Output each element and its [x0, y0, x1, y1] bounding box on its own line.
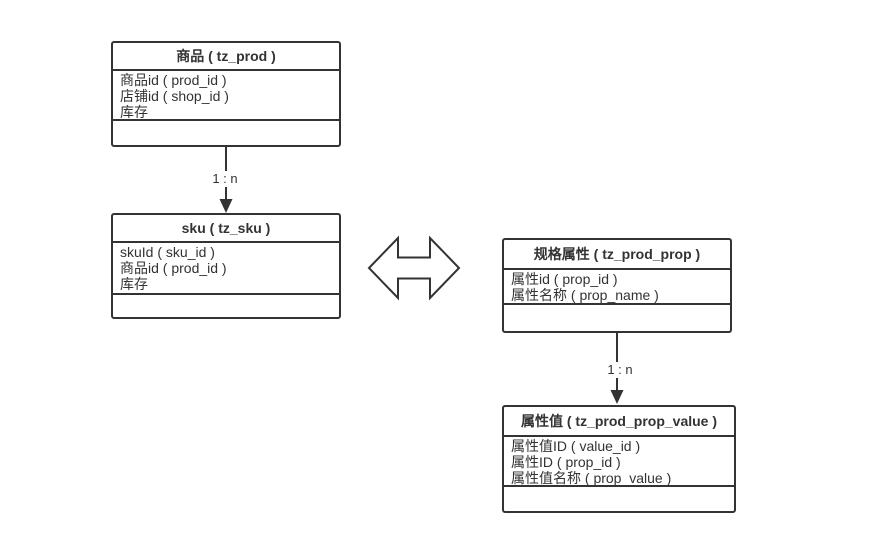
entity-field: 商品id ( prod_id )	[120, 260, 227, 276]
entity-field: 店铺id ( shop_id )	[120, 88, 229, 104]
entity-field: 属性值ID ( value_id )	[511, 438, 641, 454]
entity-prod: 商品 ( tz_prod ) 商品id ( prod_id ) 店铺id ( s…	[111, 41, 341, 147]
entity-sku-footer	[113, 295, 339, 317]
entity-field: 商品id ( prod_id )	[120, 72, 227, 88]
entity-prod-prop-title: 规格属性 ( tz_prod_prop )	[504, 240, 730, 270]
entity-prod-prop-value: 属性值 ( tz_prod_prop_value ) 属性值ID ( value…	[502, 405, 736, 513]
entity-sku: sku ( tz_sku ) skuId ( sku_id ) 商品id ( p…	[111, 213, 341, 319]
entity-field: 属性id ( prop_id )	[511, 271, 618, 287]
entity-prod-prop-value-fields: 属性值ID ( value_id ) 属性ID ( prop_id ) 属性值名…	[504, 437, 734, 487]
double-arrow-icon	[367, 235, 461, 301]
entity-prod-prop-footer	[504, 305, 730, 331]
entity-prod-title: 商品 ( tz_prod )	[113, 43, 339, 71]
entity-prod-prop: 规格属性 ( tz_prod_prop ) 属性id ( prop_id ) 属…	[502, 238, 732, 333]
entity-sku-title: sku ( tz_sku )	[113, 215, 339, 243]
entity-prod-fields: 商品id ( prod_id ) 店铺id ( shop_id ) 库存	[113, 71, 339, 121]
entity-prod-prop-value-title: 属性值 ( tz_prod_prop_value )	[504, 407, 734, 437]
entity-field: skuId ( sku_id )	[120, 244, 215, 260]
relation-label-prop-propvalue: 1 : n	[597, 362, 643, 378]
entity-prod-prop-value-footer	[504, 487, 734, 511]
relation-label-prod-sku: 1 : n	[202, 171, 248, 187]
arrowhead-down-icon	[610, 390, 624, 404]
entity-field: 属性ID ( prop_id )	[511, 454, 621, 470]
arrowhead-down-icon	[219, 199, 233, 213]
entity-field: 库存	[120, 276, 148, 292]
entity-sku-fields: skuId ( sku_id ) 商品id ( prod_id ) 库存	[113, 243, 339, 295]
entity-prod-prop-fields: 属性id ( prop_id ) 属性名称 ( prop_name )	[504, 270, 730, 305]
entity-field: 属性名称 ( prop_name )	[511, 287, 659, 303]
entity-field: 库存	[120, 104, 148, 120]
entity-prod-footer	[113, 121, 339, 145]
entity-field: 属性值名称 ( prop_value )	[511, 470, 672, 486]
